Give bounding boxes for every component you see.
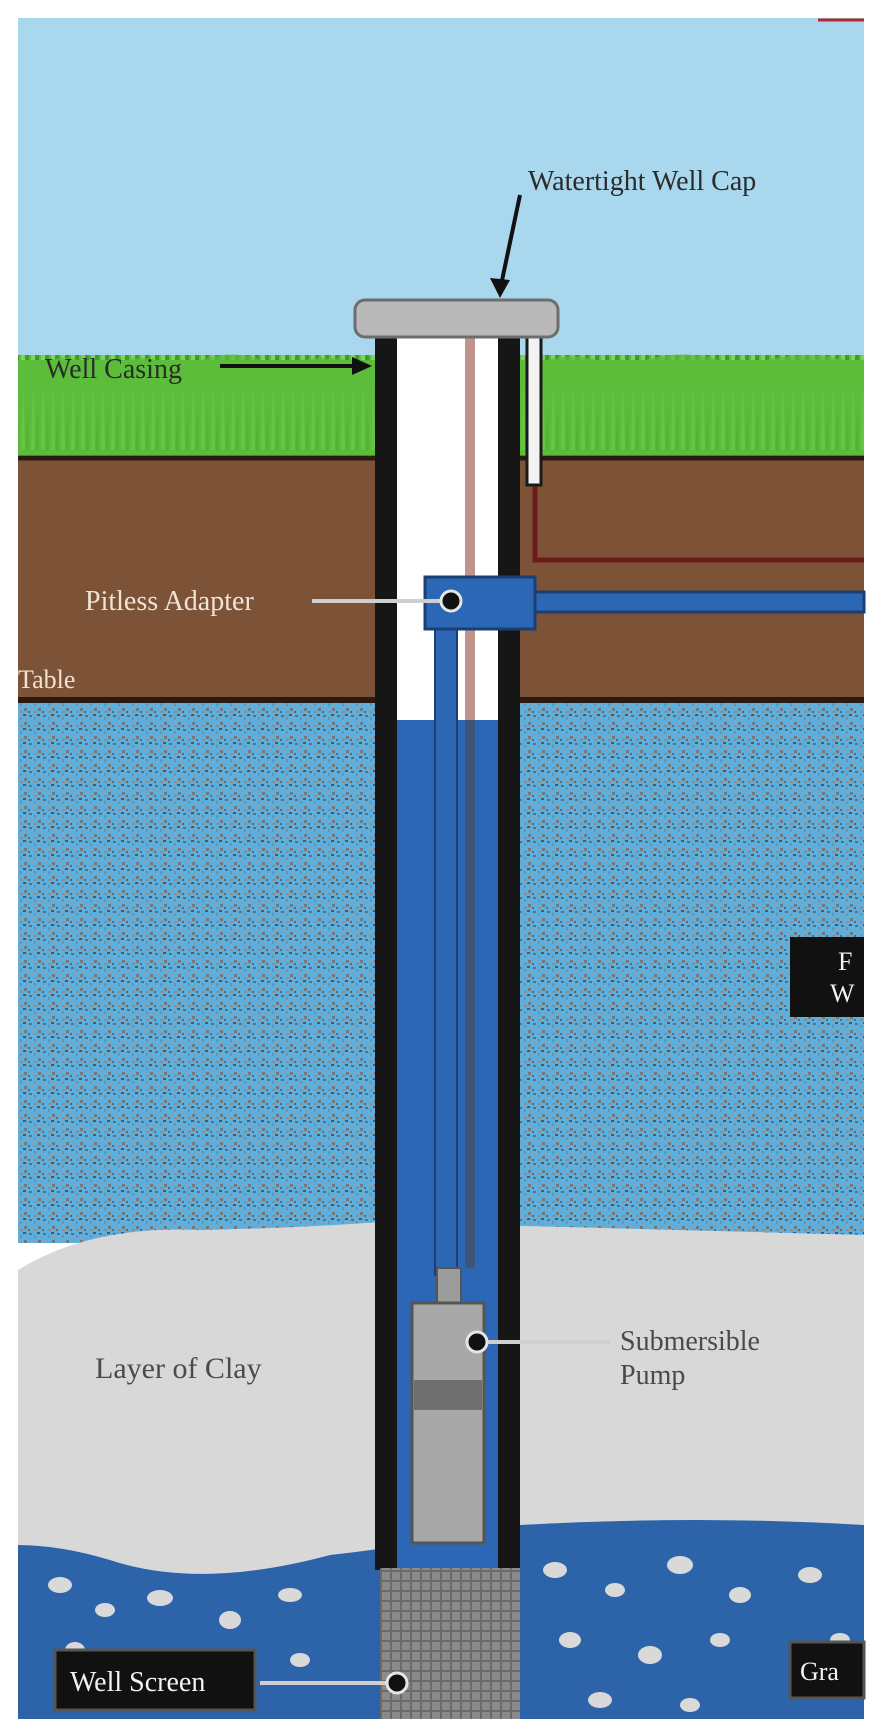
label-table: Table [18, 665, 75, 694]
adapter-marker [441, 591, 461, 611]
label-pump-line1: Submersible [620, 1326, 760, 1357]
right-bottom-label: Gra [800, 1657, 839, 1686]
label-adapter: Pitless Adapter [85, 586, 254, 617]
label-pump-line2: Pump [620, 1360, 685, 1391]
vent-pipe [527, 335, 541, 485]
pump-marker [467, 1332, 487, 1352]
horizontal-water-line [535, 592, 864, 612]
label-cap: Watertight Well Cap [528, 166, 756, 197]
label-casing: Well Casing [45, 354, 182, 385]
label-screen: Well Screen [70, 1667, 205, 1698]
right-label-line1: F [838, 947, 852, 976]
well-screen [380, 1568, 520, 1719]
well-cap [355, 300, 558, 337]
label-clay: Layer of Clay [95, 1352, 262, 1385]
screen-marker [387, 1673, 407, 1693]
right-label-line2: W [830, 979, 855, 1008]
drop-pipe [435, 585, 457, 1275]
